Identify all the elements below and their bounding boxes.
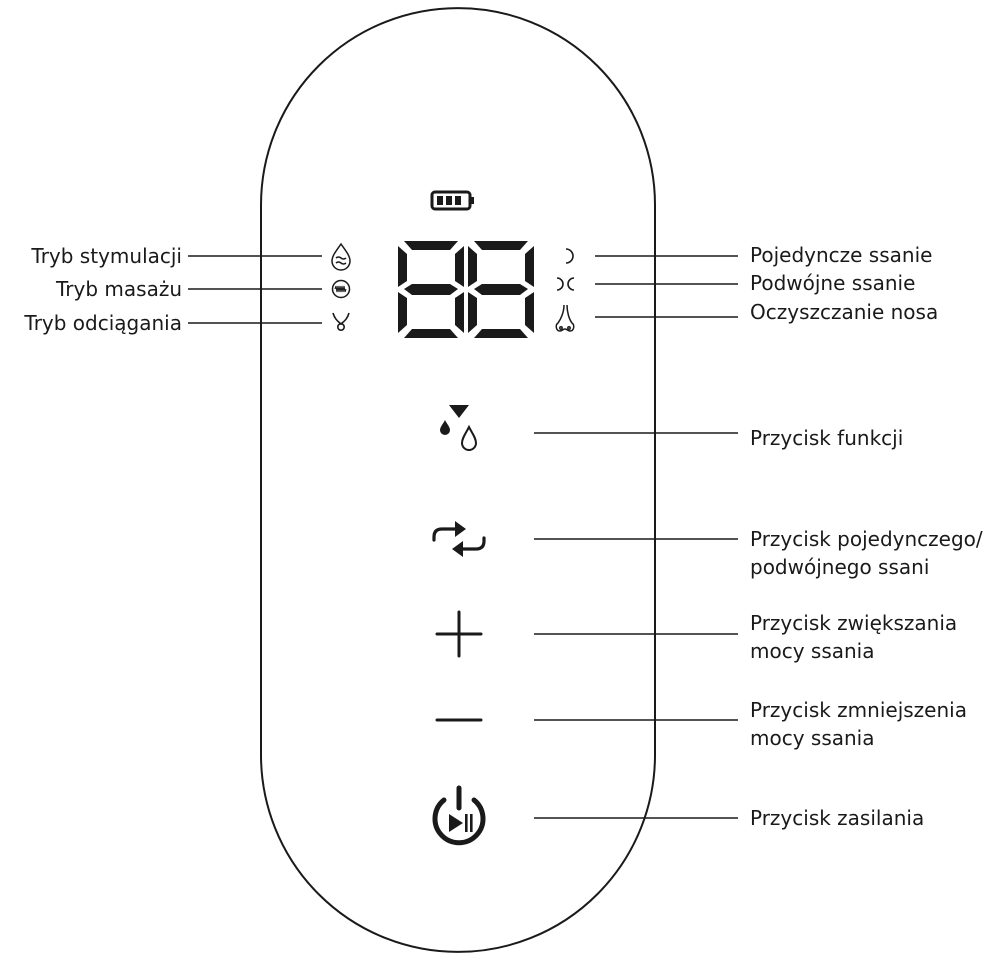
label-decrease-button: Przycisk zmniejszenia mocy ssania bbox=[750, 698, 967, 750]
label-massage-mode: Tryb masażu bbox=[56, 277, 182, 301]
device-outline bbox=[260, 7, 656, 953]
label-decrease-line-2: mocy ssania bbox=[750, 726, 875, 750]
single-arc-icon bbox=[565, 248, 574, 264]
label-expression-mode: Tryb odciągania bbox=[24, 311, 182, 335]
digit-1 bbox=[398, 241, 464, 338]
repeat-icon[interactable] bbox=[432, 521, 486, 557]
drops-icon[interactable] bbox=[440, 405, 478, 451]
label-stimulation-mode: Tryb stymulacji bbox=[31, 244, 182, 268]
power-play-pause-icon[interactable] bbox=[432, 785, 486, 846]
label-nose-cleaning: Oczyszczanie nosa bbox=[750, 300, 939, 324]
double-arc-icon bbox=[556, 277, 575, 291]
massage-wave-icon bbox=[331, 279, 351, 299]
label-double-suction: Podwójne ssanie bbox=[750, 271, 916, 295]
seven-segment-display bbox=[398, 241, 534, 338]
battery-icon bbox=[430, 190, 474, 211]
plus-icon[interactable] bbox=[435, 610, 483, 658]
label-toggle-line-1: Przycisk pojedynczego/ bbox=[750, 527, 983, 551]
label-decrease-line-1: Przycisk zmniejszenia bbox=[750, 698, 967, 722]
label-function-button: Przycisk funkcji bbox=[750, 426, 904, 450]
nose-icon bbox=[555, 304, 575, 332]
digit-2 bbox=[468, 241, 534, 338]
label-toggle-line-2: podwójnego ssani bbox=[750, 555, 930, 579]
label-power-button: Przycisk zasilania bbox=[750, 806, 925, 830]
droplet-wave-icon bbox=[331, 242, 351, 271]
label-toggle-button: Przycisk pojedynczego/ podwójnego ssani bbox=[750, 527, 983, 579]
label-increase-line-2: mocy ssania bbox=[750, 639, 875, 663]
label-increase-line-1: Przycisk zwiększania bbox=[750, 611, 958, 635]
label-single-suction: Pojedyncze ssanie bbox=[750, 243, 933, 267]
nipple-icon bbox=[332, 312, 350, 331]
label-increase-button: Przycisk zwiększania mocy ssania bbox=[750, 611, 957, 663]
